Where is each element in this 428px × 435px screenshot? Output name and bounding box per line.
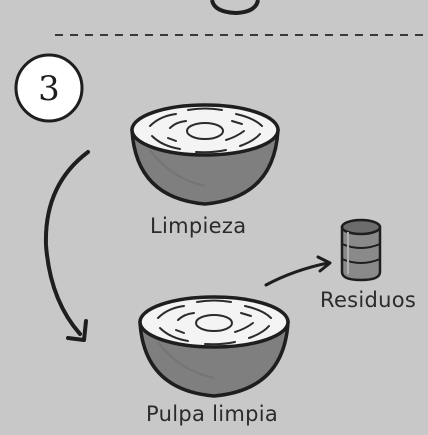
curved-arrow-icon bbox=[43, 150, 90, 342]
waste-container-icon bbox=[340, 218, 382, 282]
short-arrow-icon bbox=[264, 255, 332, 287]
bowl-label-pulpa-limpia: Pulpa limpia bbox=[146, 402, 279, 426]
bowl-icon bbox=[138, 295, 290, 398]
step-badge: 3 bbox=[14, 53, 84, 123]
waste-label: Residuos bbox=[320, 288, 417, 312]
bowl-icon bbox=[130, 103, 280, 206]
step-number: 3 bbox=[38, 69, 60, 109]
previous-step-fragment bbox=[210, 0, 260, 16]
bowl-label-limpieza: Limpieza bbox=[150, 214, 247, 238]
